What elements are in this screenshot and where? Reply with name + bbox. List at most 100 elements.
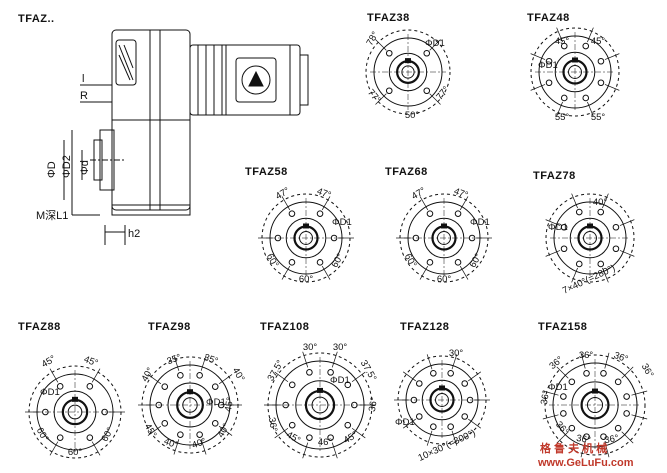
pitch-reference-circle — [365, 29, 451, 115]
flange-title: TFAZ98 — [148, 321, 191, 333]
extension-line — [375, 39, 387, 51]
flange-title: TFAZ58 — [245, 166, 288, 178]
extension-line — [587, 101, 594, 117]
bolt-hole — [560, 410, 567, 417]
bolt-hole — [288, 210, 296, 217]
angle-label: 55° — [591, 112, 606, 123]
extension-line — [451, 430, 458, 446]
angle-label: 36° — [604, 433, 620, 446]
angle-label: 47° — [315, 186, 332, 201]
bolt-hole — [56, 383, 64, 390]
bolt-hole — [545, 57, 553, 65]
bolt-hole — [177, 372, 184, 379]
extension-line — [91, 441, 101, 456]
extension-line — [631, 414, 648, 420]
angle-label: 40° — [230, 366, 247, 384]
angle-label: 60° — [264, 252, 281, 270]
angle-label: 10×30°(=300°) — [417, 428, 478, 464]
extension-line — [545, 250, 561, 257]
extension-line — [419, 265, 429, 280]
dim-l: l — [82, 73, 84, 85]
bolt-hole — [306, 434, 313, 441]
extension-line — [274, 371, 289, 383]
extension-line — [49, 441, 59, 456]
bolt-hole — [597, 57, 605, 65]
extension-line — [419, 196, 429, 211]
angle-label: 40° — [162, 436, 179, 451]
extension-line — [426, 354, 433, 370]
extension-line — [468, 371, 482, 382]
bolt-hole — [454, 210, 462, 217]
bolt-hole — [560, 94, 568, 102]
bolt-hole — [560, 245, 568, 253]
bolt-hole — [597, 260, 605, 268]
extension-line — [429, 39, 441, 51]
diameter-label: ΦD1 — [332, 217, 352, 228]
extension-line — [542, 390, 559, 396]
bolt-hole — [583, 433, 590, 440]
dim-r: R — [80, 90, 88, 102]
extension-line — [147, 425, 162, 436]
diameter-label: ΦD1 — [395, 417, 415, 428]
bolt-hole — [430, 423, 437, 431]
angle-label: 60° — [437, 274, 452, 285]
angle-label: 60° — [68, 447, 83, 458]
angle-label: 30° — [303, 342, 318, 353]
angle-label: 36° — [547, 354, 565, 372]
angle-label: 35° — [166, 352, 183, 367]
bolt-hole — [560, 393, 567, 400]
extension-line — [331, 442, 338, 459]
angle-label: 40° — [191, 436, 208, 451]
angle-label: 45° — [82, 354, 99, 369]
flange-title: TFAZ108 — [260, 321, 309, 333]
bolt-hole — [196, 431, 203, 438]
extension-line — [459, 196, 469, 211]
dim-m-depth: M深L1 — [36, 209, 68, 222]
extension-line — [402, 371, 416, 382]
angle-label: 36° — [639, 362, 656, 380]
extension-line — [542, 414, 559, 420]
angle-label: 45° — [142, 422, 159, 440]
flange-title: TFAZ78 — [533, 170, 576, 182]
bolt-hole — [86, 383, 94, 390]
bolt-hole — [597, 79, 605, 87]
angle-label: 45° — [223, 396, 236, 412]
angle-label: 45° — [40, 353, 58, 370]
angle-label: 36° — [266, 417, 279, 433]
bolt-hole — [454, 259, 462, 266]
bolt-hole — [582, 94, 590, 102]
extension-line — [580, 441, 586, 458]
bolt-hole — [288, 259, 296, 266]
bolt-hole — [600, 370, 607, 377]
extension-line — [571, 193, 578, 209]
bolt-hole — [600, 433, 607, 440]
bolt-hole — [568, 424, 576, 432]
extension-line — [200, 439, 207, 455]
extension-line — [402, 418, 416, 429]
extension-line — [429, 93, 441, 105]
angle-label: 36° — [553, 419, 571, 437]
bolt-hole — [423, 49, 431, 57]
extension-line — [556, 431, 569, 444]
angle-label: 60° — [467, 252, 484, 270]
angle-label: 36° — [579, 350, 594, 361]
angle-label: 37.5° — [265, 358, 286, 383]
bolt-hole — [86, 434, 94, 441]
angle-label: 60° — [329, 252, 346, 270]
extension-line — [147, 374, 162, 385]
bolt-hole — [288, 421, 296, 429]
extension-line — [580, 352, 586, 369]
extension-line — [218, 425, 233, 436]
angle-label: 60° — [402, 252, 419, 270]
diameter-label: ΦD1 — [40, 387, 60, 398]
dim-od2: ΦD2 — [61, 155, 73, 178]
bolt-hole — [461, 380, 469, 387]
extension-line — [302, 351, 309, 368]
bolt-hole — [415, 413, 423, 420]
angle-label: 36° — [575, 433, 591, 446]
